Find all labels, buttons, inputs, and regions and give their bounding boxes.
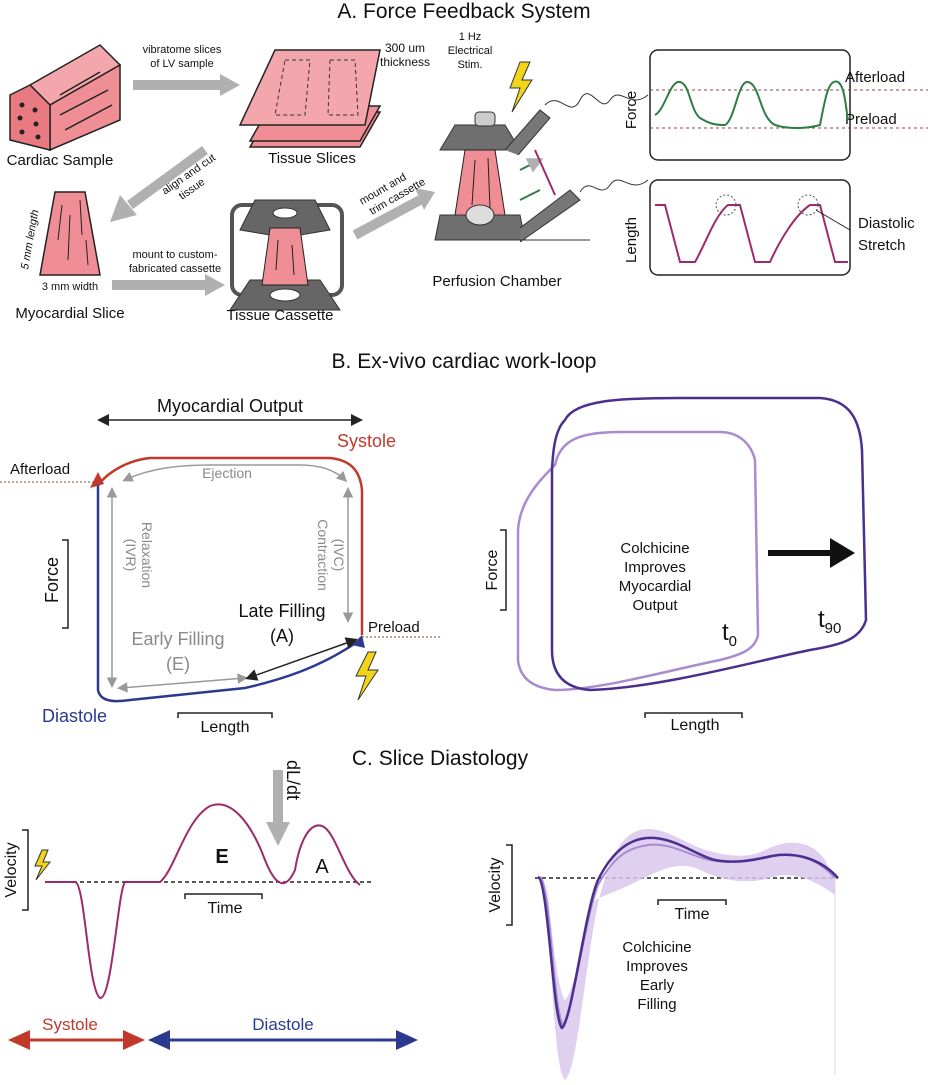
colchicine-output-2: Improves <box>624 559 686 576</box>
late-filling-arrow <box>245 637 358 681</box>
afterload-label-b: Afterload <box>10 461 70 478</box>
late-a-label: (A) <box>270 626 294 646</box>
colchicine-filling-1: Colchicine <box>622 939 691 956</box>
systole-label-c: Systole <box>42 1015 98 1034</box>
systole-curve <box>97 456 364 635</box>
lightning-bolt-b-icon <box>355 651 379 701</box>
dldt-label: dL/dt <box>283 760 303 800</box>
myocardial-output-label: Myocardial Output <box>157 396 303 416</box>
tissue-cassette-label: Tissue Cassette <box>227 307 334 324</box>
systole-arrow-c <box>123 1030 145 1050</box>
length-wire <box>579 179 649 193</box>
a-wave-label: A <box>315 856 329 878</box>
colchicine-output-1: Colchicine <box>620 540 689 557</box>
tissue-cassette <box>229 199 344 311</box>
thickness-label-1: 300 um <box>385 41 425 55</box>
velocity-label-right: Velocity <box>487 857 504 912</box>
velocity-trace-left <box>45 803 361 1000</box>
early-e-label: (E) <box>166 654 190 674</box>
perfusion-chamber-label: Perfusion Chamber <box>432 273 561 290</box>
tissue-slices <box>238 49 382 148</box>
improvement-arrow-icon <box>768 538 855 568</box>
colchicine-output-3: Myocardial <box>619 578 692 595</box>
time-label-left: Time <box>208 900 243 917</box>
mount-custom-label-1: mount to custom- <box>133 249 218 261</box>
force-trace <box>654 80 849 129</box>
perfusion-chamber <box>434 109 590 243</box>
stim-label-1: 1 Hz <box>459 31 482 43</box>
t90-loop <box>550 396 868 692</box>
colchicine-filling-2: Improves <box>626 958 688 975</box>
length-axis-label: Length <box>623 217 640 263</box>
preload-label-b: Preload <box>368 619 420 636</box>
colchicine-filling-4: Filling <box>637 996 676 1013</box>
width-3mm-label: 3 mm width <box>42 281 98 293</box>
diastole-label-b: Diastole <box>42 706 107 726</box>
ejection-arrow <box>122 464 348 483</box>
lightning-bolt-c-icon <box>34 849 52 881</box>
t0-loop <box>516 430 760 692</box>
stim-label-3: Stim. <box>457 59 482 71</box>
t90-velocity-trace <box>537 836 839 1030</box>
force-wire <box>544 93 649 108</box>
e-wave-label: E <box>215 846 228 868</box>
diastolic-stretch-label-1: Diastolic <box>858 215 915 232</box>
panel-b-title: B. Ex-vivo cardiac work-loop <box>332 350 597 373</box>
stim-label-2: Electrical <box>448 45 493 57</box>
myocardial-slice-label: Myocardial Slice <box>15 305 124 322</box>
align-arrow <box>127 145 208 210</box>
force-axis-label: Force <box>623 91 640 129</box>
panel-a-title: A. Force Feedback System <box>337 0 590 23</box>
preload-label: Preload <box>845 111 897 128</box>
force-label-b: Force <box>42 557 62 603</box>
late-filling-label: Late Filling <box>238 601 325 621</box>
early-filling-label: Early Filling <box>131 629 224 649</box>
colchicine-filling-3: Early <box>640 977 675 994</box>
cardiac-sample-block <box>9 44 122 152</box>
early-filling-arrow <box>117 673 248 693</box>
confidence-band <box>545 829 835 1080</box>
ivc-label: (IVC) <box>331 539 347 572</box>
ejection-label: Ejection <box>202 465 252 481</box>
length-label-b-right: Length <box>671 717 720 734</box>
relaxation-label: Relaxation <box>139 522 155 588</box>
thickness-label-2: thickness <box>380 55 430 69</box>
vibratome-label-1: vibratome slices <box>143 44 222 56</box>
dldt-arrow <box>266 822 290 846</box>
diastole-label-c: Diastole <box>252 1015 313 1034</box>
ivr-label: (IVR) <box>123 539 139 572</box>
myocardial-slice <box>39 191 101 276</box>
diastole-curve <box>96 485 361 703</box>
length-trace <box>655 204 848 263</box>
t90-label: t90 <box>818 606 841 637</box>
diastolic-stretch-label-2: Stretch <box>858 237 906 254</box>
length-5mm-label: 5 mm length <box>19 209 41 271</box>
tissue-slices-label: Tissue Slices <box>268 150 356 167</box>
vibratome-label-2: of LV sample <box>150 58 213 70</box>
cardiac-sample-label: Cardiac Sample <box>7 152 114 169</box>
panel-c-title: C. Slice Diastology <box>352 747 529 770</box>
mount-custom-label-2: fabricated cassette <box>129 263 221 275</box>
time-label-right: Time <box>675 906 710 923</box>
afterload-label: Afterload <box>845 69 905 86</box>
mount-trim-arrow <box>352 195 423 240</box>
force-label-b-right: Force <box>484 549 501 590</box>
velocity-label-left: Velocity <box>3 842 20 897</box>
t0-label: t0 <box>722 619 737 650</box>
length-label-b: Length <box>201 719 250 736</box>
lightning-bolt-icon <box>509 61 533 113</box>
diastole-arrow-c <box>396 1030 418 1050</box>
systole-label-b: Systole <box>337 431 396 451</box>
contraction-label: Contraction <box>315 519 331 591</box>
force-trace-box <box>649 49 851 161</box>
colchicine-output-4: Output <box>632 597 678 614</box>
